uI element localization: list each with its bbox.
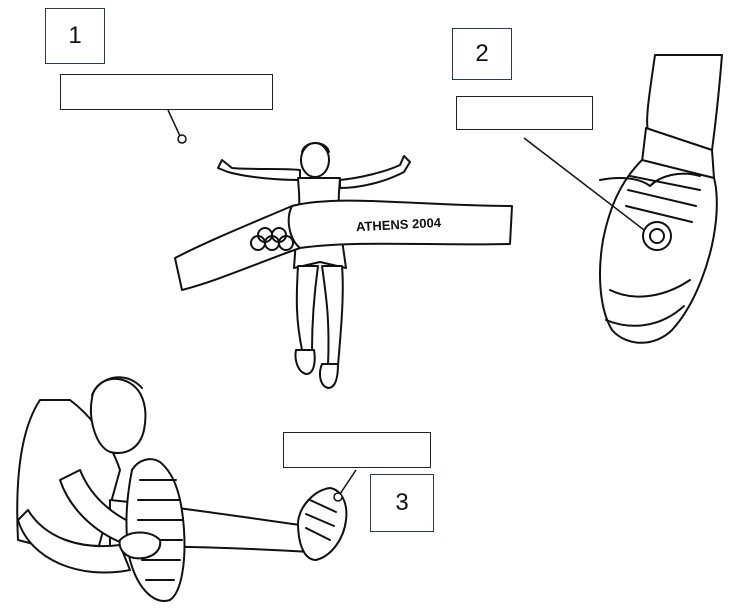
label-number-2: 2 <box>452 28 512 80</box>
shoe-chip-icon <box>600 55 722 343</box>
answer-input-3[interactable] <box>284 433 430 467</box>
leader-dot-1 <box>178 135 186 143</box>
answer-input-2[interactable] <box>457 97 592 129</box>
leader-line-3 <box>340 470 356 494</box>
label-number-1: 1 <box>45 8 105 64</box>
answer-box-1[interactable] <box>60 74 273 110</box>
answer-box-2[interactable] <box>456 96 593 130</box>
answer-input-1[interactable] <box>61 75 272 109</box>
answer-box-3[interactable] <box>283 432 431 468</box>
label-number-3: 3 <box>370 474 434 532</box>
leader-line-1 <box>168 110 180 136</box>
leader-dot-3 <box>334 493 342 501</box>
stretching-athlete-icon <box>17 377 310 601</box>
